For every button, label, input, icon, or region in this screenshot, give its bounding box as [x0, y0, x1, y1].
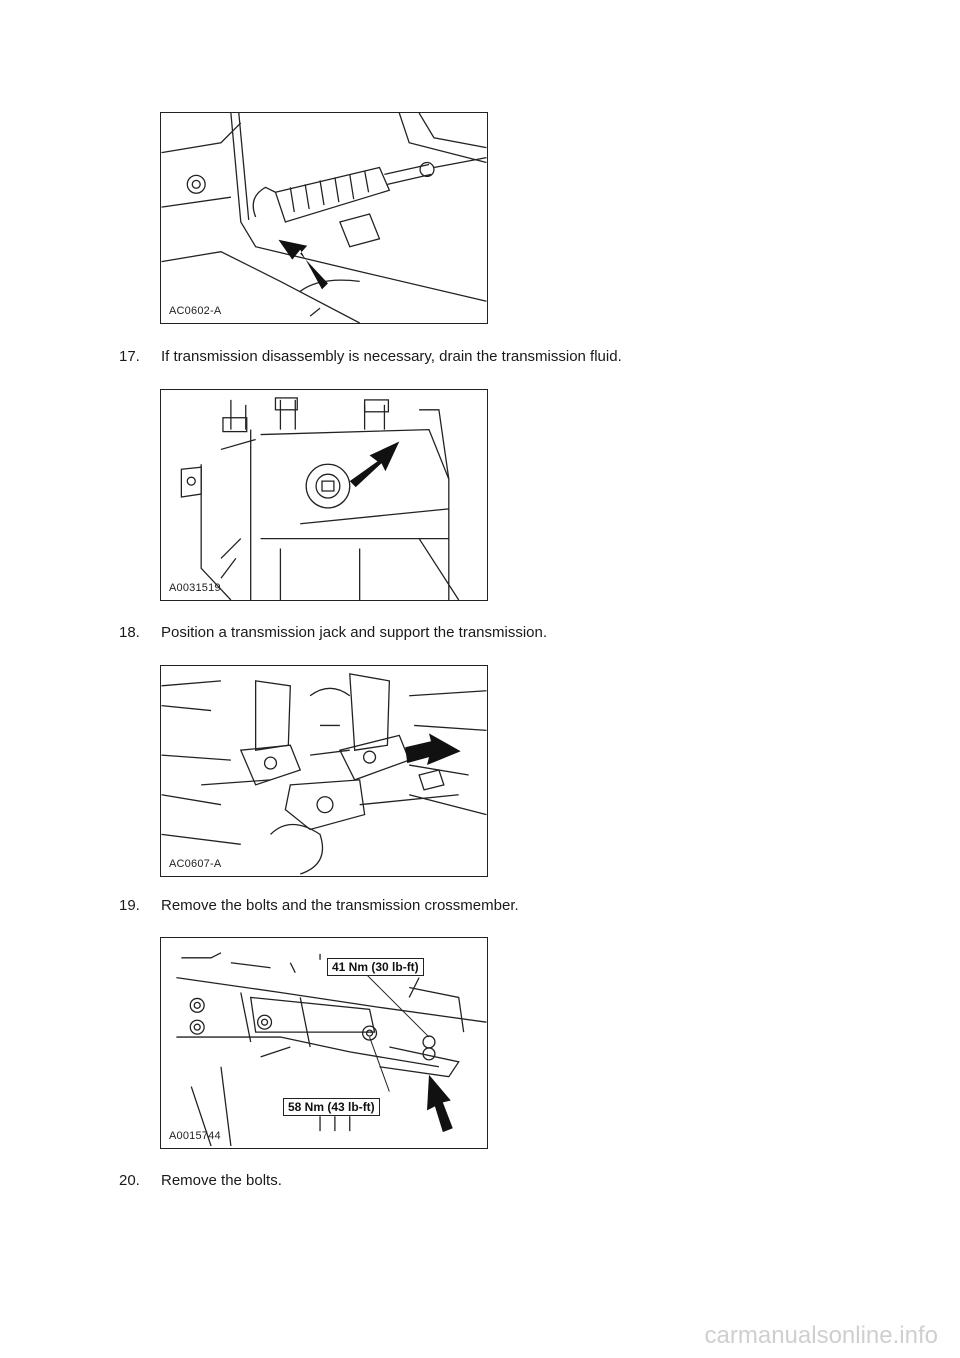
figure-code: A0015744 — [169, 1130, 221, 1142]
step-number: 20. — [119, 1172, 140, 1189]
step-number: 17. — [119, 348, 140, 365]
step-20: 20. Remove the bolts. — [119, 1172, 282, 1190]
illustration-crossmember — [176, 952, 487, 1147]
step-text: Position a transmission jack and support… — [161, 624, 548, 641]
step-text: Remove the bolts and the transmission cr… — [161, 897, 519, 914]
step-18: 18. Position a transmission jack and supp… — [119, 624, 547, 642]
illustration-drain-plug — [180, 397, 460, 600]
step-17: 17. If transmission disassembly is necess… — [119, 348, 622, 366]
step-number: 19. — [119, 897, 140, 914]
illustration-cable — [161, 113, 487, 323]
figure-code: A0031519 — [169, 582, 221, 594]
figure-drain-plug: A0031519 — [160, 389, 488, 601]
torque-label-lower: 58 Nm (43 lb-ft) — [283, 1098, 380, 1116]
step-text: If transmission disassembly is necessary… — [161, 348, 622, 365]
step-19: 19. Remove the bolts and the transmission… — [119, 897, 519, 915]
watermark-footer: carmanualsonline.info — [704, 1322, 938, 1349]
illustration-mount — [161, 673, 487, 875]
figure-crossmember: 41 Nm (30 lb-ft) 58 Nm (43 lb-ft) A00157… — [160, 937, 488, 1149]
torque-label-upper: 41 Nm (30 lb-ft) — [327, 958, 424, 976]
figure-code: AC0607-A — [169, 858, 222, 870]
step-text: Remove the bolts. — [161, 1172, 282, 1189]
figure-code: AC0602-A — [169, 305, 222, 317]
figure-cable-connection: AC0602-A — [160, 112, 488, 324]
step-number: 18. — [119, 624, 140, 641]
figure-transmission-mount: AC0607-A — [160, 665, 488, 877]
